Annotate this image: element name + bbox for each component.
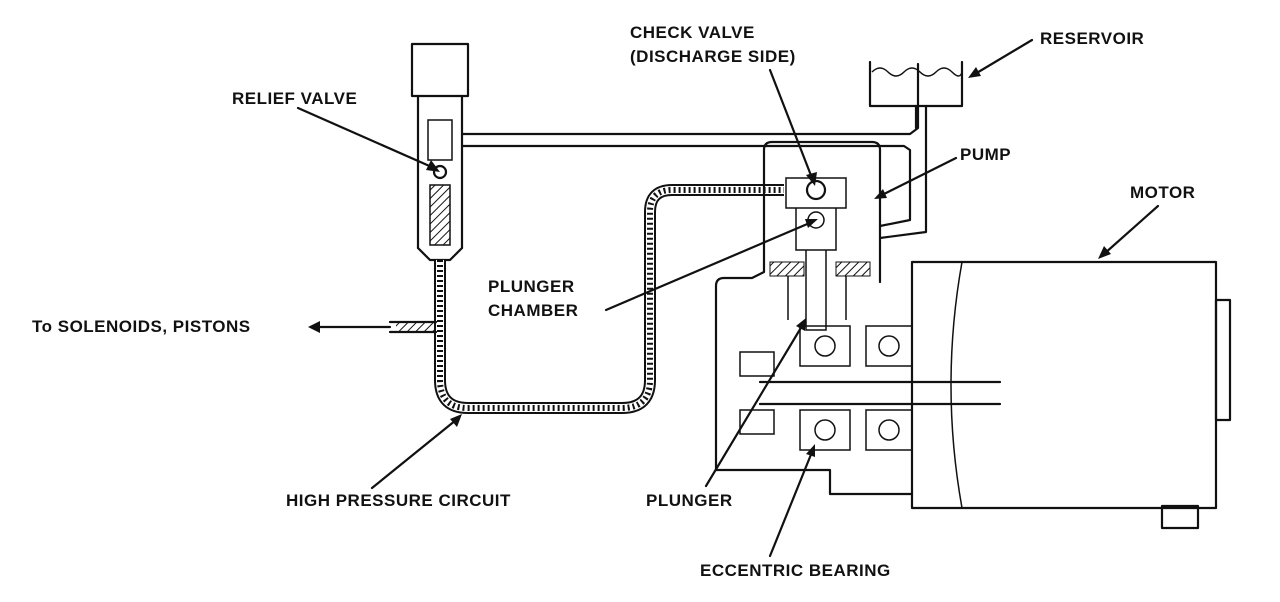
plunger-chamber-label-line1: PLUNGER xyxy=(488,277,575,296)
bearing-upper xyxy=(799,325,851,367)
leader-lines xyxy=(296,38,1160,558)
relief-valve-cap xyxy=(410,42,470,98)
pump-housing xyxy=(714,140,1002,496)
plunger-chamber-shape xyxy=(795,208,837,251)
to-solenoids-label: To SOLENOIDS, PISTONS xyxy=(32,317,251,336)
check-valve-label-line2: (DISCHARGE SIDE) xyxy=(630,47,796,66)
eccentric-bearing-label: ECCENTRIC BEARING xyxy=(700,561,891,580)
motor-body xyxy=(910,260,1218,510)
motor-label: MOTOR xyxy=(1130,183,1195,202)
reservoir-label: RESERVOIR xyxy=(1040,29,1144,48)
eccentric-bearing-shape xyxy=(799,409,851,451)
check-valve-body xyxy=(785,177,847,209)
relief-valve-assembly xyxy=(410,42,470,262)
check-valve-ball xyxy=(805,179,827,201)
return-line xyxy=(460,62,920,228)
relief-valve-ball xyxy=(432,164,448,180)
reservoir xyxy=(868,60,964,240)
relief-valve-body xyxy=(416,94,464,250)
relief-valve-seat xyxy=(429,184,451,246)
motor xyxy=(910,260,1232,530)
plunger-rod xyxy=(805,250,827,331)
motor-shaft xyxy=(758,380,1002,406)
high-pressure-circuit xyxy=(388,184,784,414)
plunger-label: PLUNGER xyxy=(646,491,733,510)
high-pressure-circuit-label: HIGH PRESSURE CIRCUIT xyxy=(286,491,511,510)
plunger-chamber-label-line2: CHAMBER xyxy=(488,301,578,320)
relief-valve-spring-chamber xyxy=(427,119,453,161)
labels: RELIEF VALVE CHECK VALVE (DISCHARGE SIDE… xyxy=(32,23,1195,580)
relief-valve-label: RELIEF VALVE xyxy=(232,89,357,108)
pump-label: PUMP xyxy=(960,145,1011,164)
check-valve-label-line1: CHECK VALVE xyxy=(630,23,755,42)
